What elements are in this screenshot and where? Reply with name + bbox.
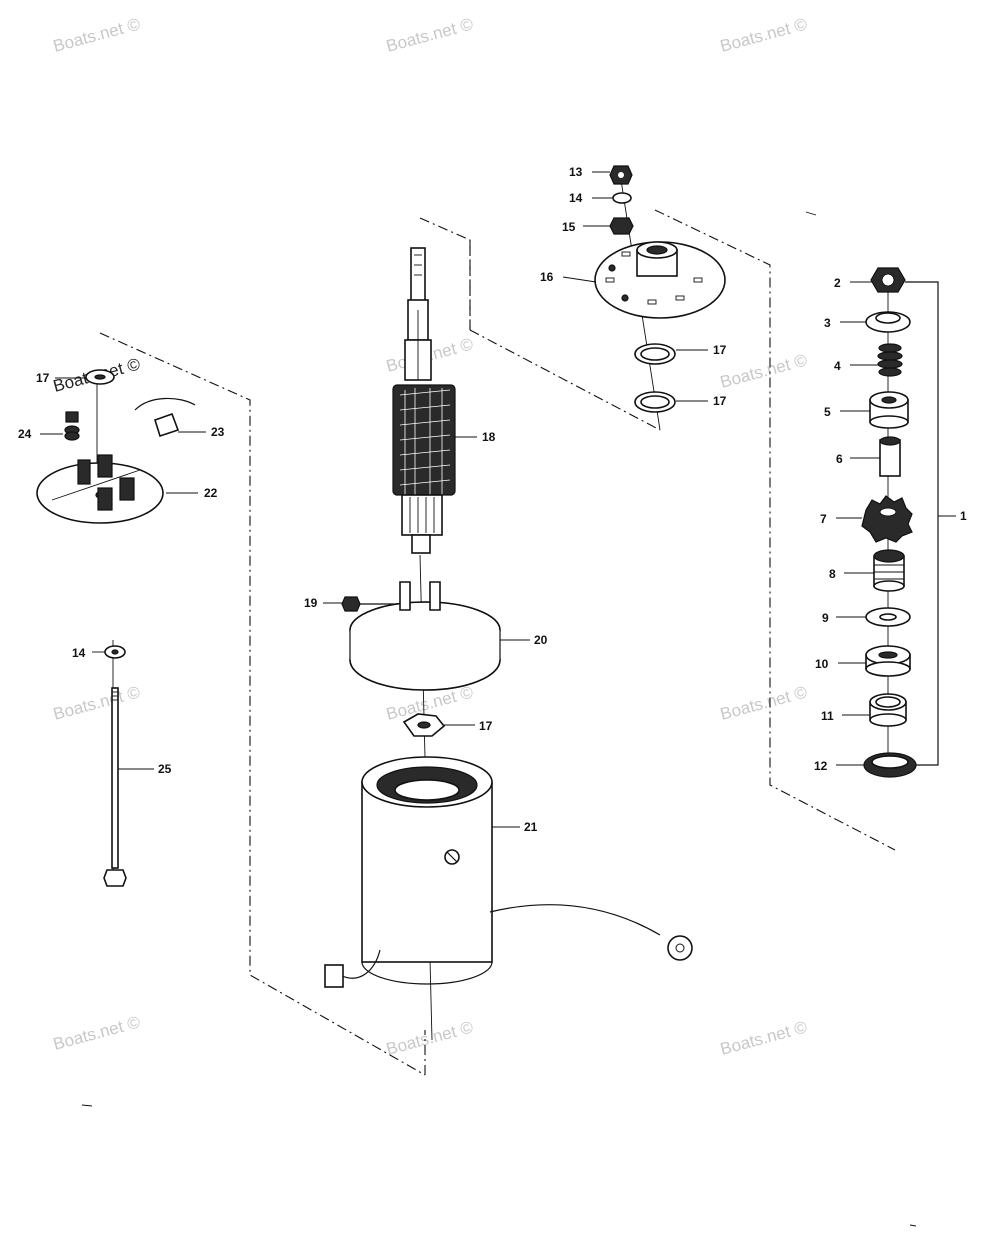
callout-label: 19: [304, 596, 318, 610]
washer-part-17: [634, 391, 676, 413]
callout-label: 14: [569, 191, 583, 205]
watermark: Boats.net ©: [384, 14, 475, 56]
washer-part-9: [865, 607, 911, 627]
nut-part-13: [609, 165, 633, 185]
frame-part-21: [324, 756, 693, 988]
callout-label: 25: [158, 762, 172, 776]
callout-label: 20: [534, 633, 548, 647]
callout-label: 17: [36, 371, 50, 385]
callout-label: 4: [834, 359, 841, 373]
watermark: Boats.net ©: [718, 682, 809, 724]
watermark: Boats.net ©: [51, 682, 142, 724]
callout-label: 11: [821, 709, 834, 723]
spring-part-4: [877, 343, 903, 377]
callout-label: 15: [562, 220, 576, 234]
callout-label: 24: [18, 427, 32, 441]
leader-lines: [40, 171, 956, 828]
callout-label: 23: [211, 425, 225, 439]
drive-sleeve-part-8: [873, 549, 905, 592]
callout-labels: 1 2 3 4 5 6 7 8 9 10 11 12 13 14 15 16 1…: [18, 165, 967, 834]
callout-label: 2: [834, 276, 841, 290]
end-cap-assembly: [594, 165, 726, 413]
collar-part-5: [869, 391, 909, 429]
band-part-20: [349, 581, 501, 691]
callout-label: 12: [814, 759, 828, 773]
callout-label: 18: [482, 430, 496, 444]
through-bolt-part-25: [103, 687, 127, 887]
spring-part-24: [64, 411, 80, 441]
watermark: Boats.net ©: [384, 1017, 475, 1059]
cup-part-3: [865, 311, 911, 333]
watermark: Boats.net ©: [718, 14, 809, 56]
callout-label: 1: [960, 509, 967, 523]
washer-part-17: [634, 343, 676, 365]
callout-label: 3: [824, 316, 831, 330]
callout-label: 17: [479, 719, 493, 733]
watermark: Boats.net ©: [718, 350, 809, 392]
callout-label: 7: [820, 512, 827, 526]
callout-label: 6: [836, 452, 843, 466]
spacer-part-10: [865, 645, 911, 677]
callout-label: 13: [569, 165, 583, 179]
watermark: Boats.net ©: [51, 14, 142, 56]
callout-label: 16: [540, 270, 554, 284]
watermark: Boats.net ©: [51, 1012, 142, 1054]
callout-label: 21: [524, 820, 538, 834]
armature-part-18: [392, 247, 456, 554]
callout-label: 9: [822, 611, 829, 625]
washer-part-17: [402, 713, 446, 737]
callout-label: 10: [815, 657, 829, 671]
pinion-gear-part-7: [861, 495, 913, 543]
cup-washer-part-12: [863, 752, 917, 778]
assembly-boundaries: [81, 209, 917, 1227]
brush-part-23: [134, 397, 196, 438]
drive-assembly: [861, 267, 939, 778]
end-cap-part-16: [594, 241, 726, 319]
washer-part-14: [104, 645, 126, 659]
sleeve-part-6: [879, 436, 901, 477]
watermark: Boats.net ©: [718, 1017, 809, 1059]
nut-part-15: [609, 217, 634, 235]
nut-part-2: [870, 267, 906, 293]
ring-part-11: [869, 693, 907, 727]
washer-part-17: [85, 369, 115, 385]
callout-label: 17: [713, 343, 727, 357]
washer-part-14: [612, 192, 632, 204]
callout-label: 14: [72, 646, 86, 660]
callout-label: 22: [204, 486, 218, 500]
callout-label: 8: [829, 567, 836, 581]
callout-label: 5: [824, 405, 831, 419]
brush-plate-part-22: [36, 454, 164, 524]
callout-label: 17: [713, 394, 727, 408]
